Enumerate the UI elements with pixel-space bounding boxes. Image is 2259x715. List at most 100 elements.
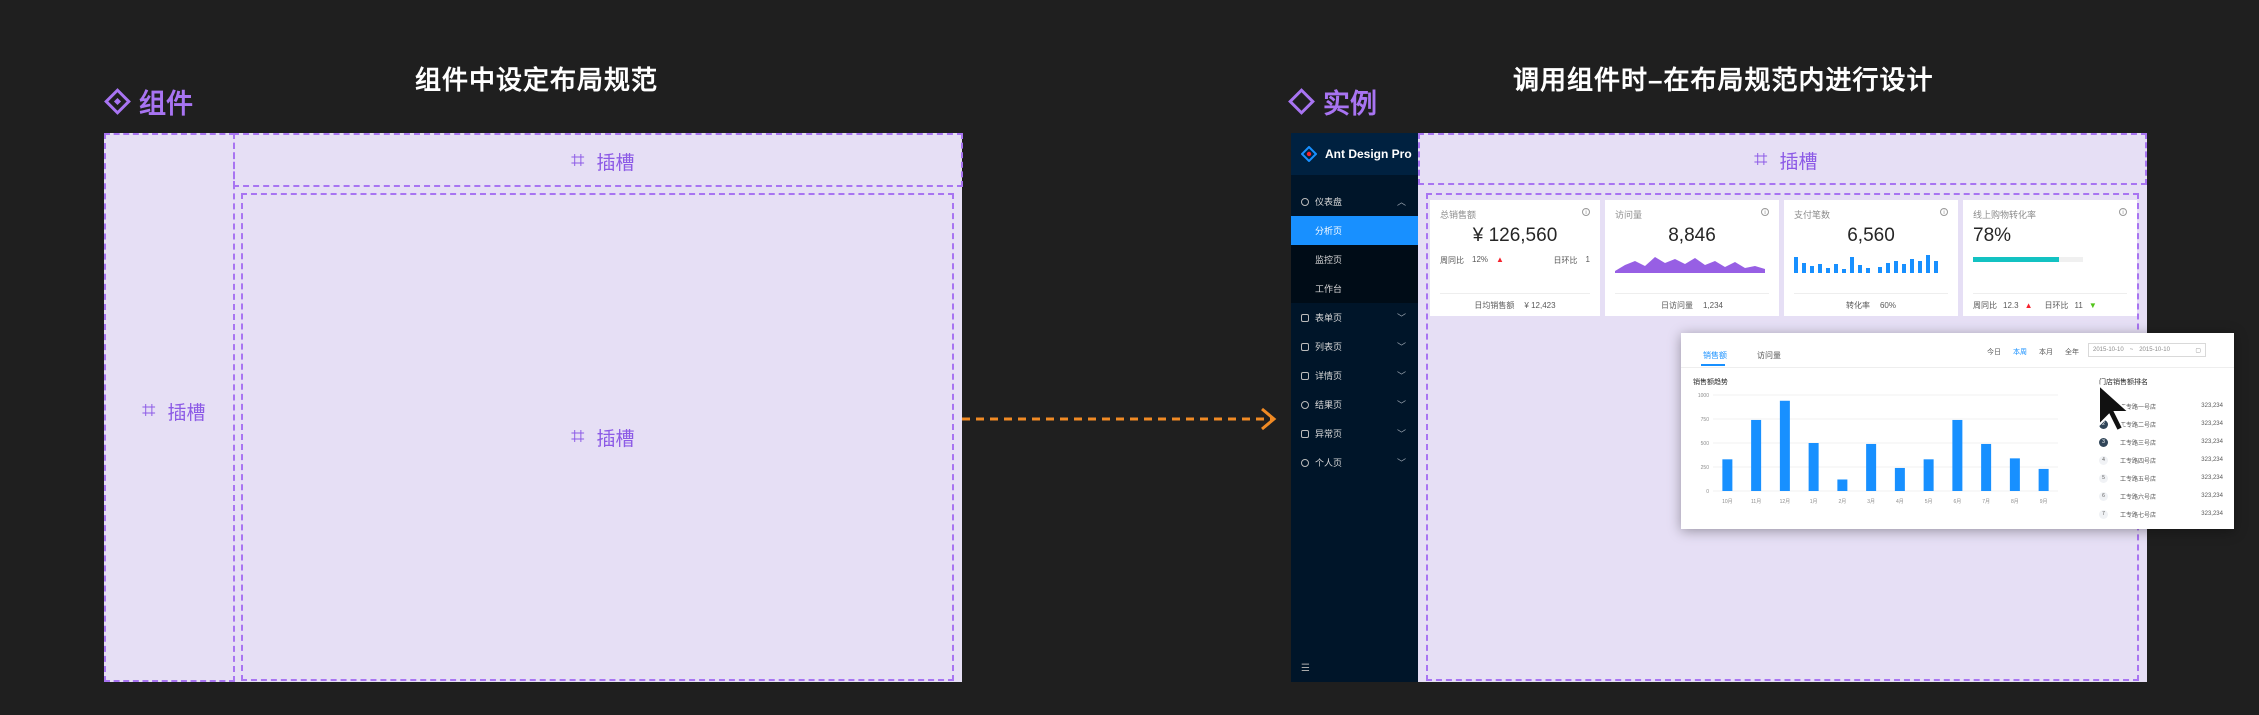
x-tick-label: 1月 — [1810, 499, 1818, 505]
info-icon[interactable]: i — [2119, 208, 2127, 216]
bar[interactable] — [1808, 443, 1819, 491]
bar[interactable] — [2009, 458, 2020, 491]
card-trend: 周同比 12% ▲ 日环比 1 — [1440, 255, 1590, 266]
bar[interactable] — [1722, 459, 1733, 491]
ant-logo-icon — [1301, 146, 1317, 162]
hash-icon: ⌗ — [571, 147, 585, 174]
left-heading: 组件中设定布局规范 — [415, 65, 659, 95]
menu-form[interactable]: 表单页﹀ — [1291, 303, 1418, 332]
x-tick-label: 2月 — [1838, 499, 1846, 505]
caret-up-icon: ▲ — [2024, 300, 2033, 310]
info-icon[interactable]: i — [1582, 208, 1590, 216]
left-slot-label: ⌗ 插槽 — [142, 397, 206, 425]
x-tick-label: 6月 — [1953, 499, 1961, 505]
component-tag: 组件 — [104, 82, 193, 121]
component-layout — [104, 133, 962, 682]
tab-ink — [1701, 364, 1725, 366]
date-range-picker[interactable]: 2015-10-10 ~ 2015-10-10 ▢ — [2088, 343, 2206, 357]
range-year[interactable]: 全年 — [2065, 349, 2079, 356]
card-title: 支付笔数 — [1794, 210, 1831, 220]
info-icon[interactable]: i — [1761, 208, 1769, 216]
menu-dashboard[interactable]: 仪表盘 ︿ — [1291, 187, 1418, 216]
date-sep: ~ — [2129, 347, 2134, 353]
menu-profile[interactable]: 详情页﹀ — [1291, 361, 1418, 390]
menu-list[interactable]: 列表页﹀ — [1291, 332, 1418, 361]
instance-tag: 实例 — [1288, 82, 1377, 121]
y-tick-label: 750 — [1701, 417, 1710, 423]
rank-store: 工专路三号店 — [2120, 440, 2157, 447]
rank-number: 5 — [2099, 473, 2108, 483]
card-value: 8,846 — [1668, 225, 1716, 246]
menu-result[interactable]: 结果页﹀ — [1291, 390, 1418, 419]
x-tick-label: 4月 — [1896, 499, 1904, 505]
content-slot: ⌗ 插槽 — [241, 193, 954, 681]
calendar-icon: ▢ — [2195, 347, 2201, 354]
payments-mini-bars — [1794, 255, 1938, 273]
x-tick-label: 9月 — [2040, 499, 2048, 505]
footer-value: 1,234 — [1702, 300, 1724, 310]
slot-text: 插槽 — [596, 152, 635, 174]
range-month[interactable]: 本月 — [2039, 349, 2053, 356]
cursor-icon — [2098, 383, 2132, 433]
range-today[interactable]: 今日 — [1987, 349, 2001, 356]
rank-store: 工专路六号店 — [2120, 494, 2157, 501]
bar[interactable] — [1751, 419, 1762, 491]
menu-monitor[interactable]: 监控页 — [1291, 245, 1418, 274]
bar[interactable] — [1866, 443, 1877, 491]
rank-value: 323,234 — [2201, 475, 2223, 481]
tab-sales[interactable]: 销售额 — [1703, 351, 1727, 360]
rank-store: 工专路四号店 — [2120, 458, 2157, 465]
tab-visits[interactable]: 访问量 — [1757, 351, 1781, 360]
menu-workplace[interactable]: 工作台 — [1291, 274, 1418, 303]
rank-store: 工专路二号店 — [2120, 422, 2157, 429]
rank-value: 323,234 — [2201, 439, 2223, 445]
header-slot: ⌗ 插槽 — [1418, 133, 2147, 185]
bar[interactable] — [1981, 443, 1992, 491]
menu-analysis[interactable]: 分析页 — [1291, 216, 1418, 245]
bar[interactable] — [2038, 468, 2049, 491]
rank-number: 7 — [2099, 509, 2108, 519]
menu-label: 异常页 — [1315, 429, 1343, 439]
menu-label: 工作台 — [1315, 284, 1343, 294]
rank-value: 323,234 — [2201, 511, 2223, 517]
rank-number: 4 — [2099, 455, 2108, 465]
menu-account[interactable]: 个人页﹀ — [1291, 448, 1418, 477]
date-to: 2015-10-10 — [2139, 347, 2170, 353]
bar[interactable] — [1952, 419, 1963, 491]
chevron-down-icon: ﹀ — [1396, 429, 1406, 439]
menu-label: 详情页 — [1315, 371, 1343, 381]
chevron-down-icon: ﹀ — [1396, 342, 1406, 352]
x-tick-label: 8月 — [2011, 499, 2019, 505]
menu-exception[interactable]: 异常页 ﹀ — [1291, 419, 1418, 448]
menu-label: 分析页 — [1315, 226, 1343, 236]
store-ranking: 1工专路一号店323,2342工专路二号店323,2343工专路三号店323,2… — [2099, 397, 2223, 523]
bar[interactable] — [1837, 479, 1848, 491]
bar[interactable] — [1779, 400, 1790, 491]
collapse-icon[interactable]: ☰ — [1301, 663, 1310, 674]
hash-icon: ⌗ — [571, 423, 585, 450]
content-slot-label: ⌗ 插槽 — [571, 423, 635, 451]
card-value: 6,560 — [1847, 225, 1895, 246]
bar[interactable] — [1894, 467, 1905, 491]
range-week[interactable]: 本周 — [2013, 349, 2027, 356]
check-circle-icon — [1301, 400, 1309, 409]
profile-icon — [1301, 371, 1309, 380]
conversion-progress — [1973, 257, 2083, 262]
info-icon[interactable]: i — [1940, 208, 1948, 216]
brand[interactable]: Ant Design Pro — [1291, 133, 1418, 175]
chart-title: 销售额趋势 — [1693, 379, 1728, 386]
trend-label: 日环比 — [1553, 256, 1578, 265]
x-tick-label: 7月 — [1982, 499, 1990, 505]
bar[interactable] — [1923, 459, 1934, 491]
menu-label: 结果页 — [1315, 400, 1343, 410]
rank-number: 2 — [2099, 419, 2108, 429]
caret-down-icon: ▼ — [2088, 300, 2097, 310]
rank-store: 工专路一号店 — [2120, 404, 2157, 411]
table-icon — [1301, 342, 1309, 351]
component-tag-label: 组件 — [139, 89, 193, 119]
